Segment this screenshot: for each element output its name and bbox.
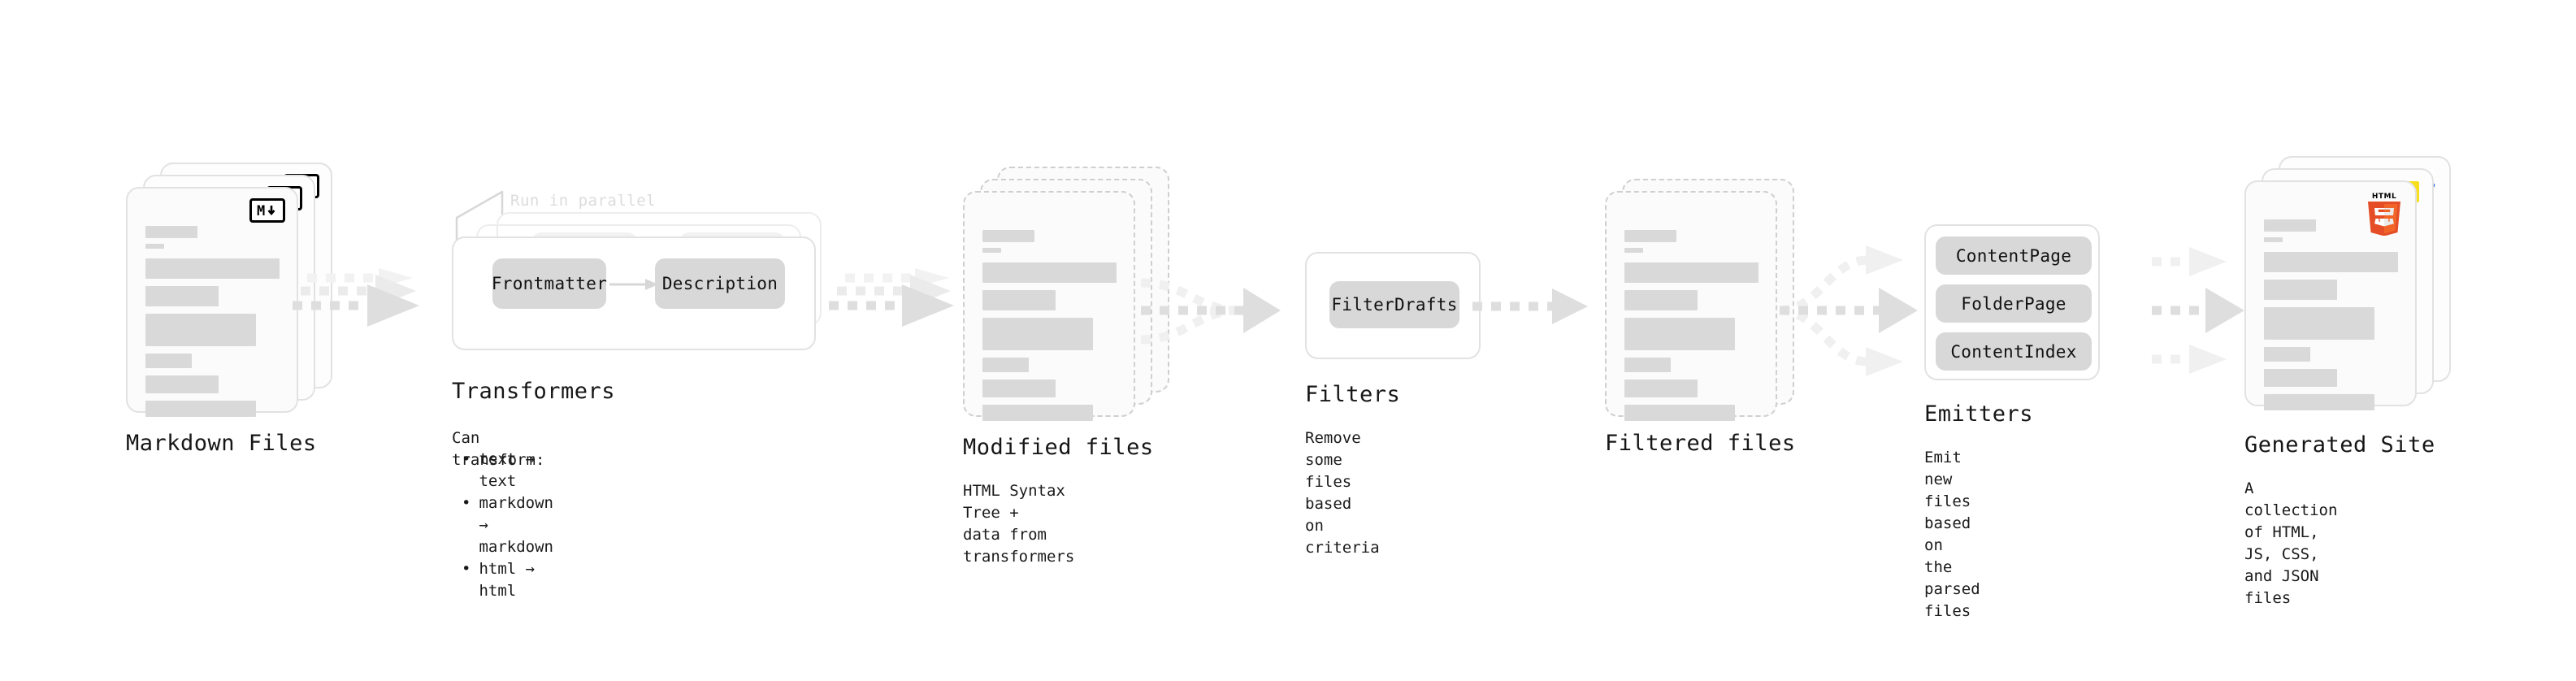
stage-title-modified-files: Modified files (963, 435, 1154, 460)
card-skeleton-content (1624, 230, 1761, 421)
emitter-pill-contentpage[interactable]: ContentPage (1936, 236, 2092, 275)
skeleton-bar (1624, 290, 1698, 310)
transformers-bullet-list: • text → text • markdown → markdown • ht… (452, 449, 553, 602)
stage-subtitle-emitters: Emit new files based on the parsed files (1924, 449, 1980, 620)
connector-md-to-transformers (293, 268, 419, 327)
bullet-marker: • (462, 493, 471, 512)
skeleton-bar (145, 354, 192, 368)
stage-title-transformers: Transformers (452, 379, 616, 404)
run-in-parallel-label: Run in parallel (510, 192, 657, 210)
connector-filters-to-filtered (1472, 288, 1588, 324)
skeleton-bar (2264, 394, 2374, 410)
markdown-icon: M (249, 198, 285, 223)
skeleton-bar (1624, 262, 1759, 283)
modified-card-front (963, 191, 1135, 421)
skeleton-bar (982, 358, 1029, 372)
connector-filtered-to-emitters (1779, 245, 1918, 376)
bullet-marker: • (462, 559, 471, 578)
skeleton-bar (2264, 369, 2337, 387)
transformer-inner-arrow (609, 279, 658, 290)
skeleton-bar (982, 405, 1093, 421)
bullet-text: html → html (479, 559, 536, 600)
card-skeleton-content (145, 226, 282, 417)
skeleton-bar (2264, 307, 2374, 340)
skeleton-bar (982, 262, 1117, 283)
skeleton-bar (982, 248, 1001, 253)
stage-title-filtered-files: Filtered files (1605, 431, 1796, 456)
skeleton-bar (982, 380, 1056, 397)
skeleton-bar (145, 401, 256, 417)
skeleton-bar (2264, 347, 2310, 362)
card-skeleton-content (982, 230, 1119, 421)
bullet-text: markdown → markdown (479, 493, 553, 556)
html5-icon: HTML (2363, 190, 2405, 236)
skeleton-bar (2264, 237, 2283, 242)
skeleton-bar (1624, 248, 1643, 253)
stage-subtitle-transformers: Can transform: (452, 429, 545, 469)
stage-title-generated-site: Generated Site (2244, 432, 2435, 458)
list-item: • text → text (452, 449, 553, 492)
card-skeleton-content (2264, 219, 2400, 410)
skeleton-bar (2264, 252, 2398, 272)
connector-transformers-to-modified (829, 268, 954, 327)
skeleton-bar (145, 244, 164, 249)
stage-subtitle-filters: Remove some files based on criteria (1305, 429, 1380, 557)
list-item: • markdown → markdown (452, 492, 553, 558)
connector-emitters-to-site (2152, 247, 2244, 374)
skeleton-bar (2264, 219, 2316, 232)
skeleton-bar (145, 314, 256, 346)
skeleton-bar (145, 375, 219, 393)
skeleton-bar (1624, 380, 1698, 397)
skeleton-bar (1624, 230, 1676, 242)
skeleton-bar (1624, 358, 1671, 372)
stage-title-emitters: Emitters (1924, 401, 2034, 427)
stage-subtitle-modified-files: HTML Syntax Tree + data from transformer… (963, 482, 1075, 566)
stage-subtitle-generated-site: A collection of HTML, JS, CSS, and JSON … (2244, 479, 2338, 607)
emitter-pill-folderpage[interactable]: FolderPage (1936, 284, 2092, 323)
list-item: • html → html (452, 558, 553, 602)
svg-text:M: M (257, 204, 265, 217)
filtered-card-front (1605, 191, 1777, 421)
transformer-pill-description[interactable]: Description (655, 258, 785, 309)
filters-box: FilterDrafts (1305, 252, 1481, 359)
emitter-pill-contentindex[interactable]: ContentIndex (1936, 332, 2092, 371)
svg-text:HTML: HTML (2372, 193, 2396, 201)
stage-title-filters: Filters (1305, 382, 1401, 407)
skeleton-bar (2264, 280, 2337, 300)
site-card-front-html: HTML (2244, 180, 2417, 410)
connector-modified-to-filters (1140, 278, 1281, 345)
skeleton-bar (982, 230, 1034, 242)
skeleton-bar (982, 318, 1093, 350)
skeleton-bar (145, 286, 219, 306)
transformer-box-front: Frontmatter Description (452, 236, 816, 350)
transformer-pill-frontmatter[interactable]: Frontmatter (492, 258, 607, 309)
bullet-marker: • (462, 450, 471, 468)
stage-title-markdown-files: Markdown Files (126, 431, 317, 456)
skeleton-bar (1624, 405, 1735, 421)
skeleton-bar (1624, 318, 1735, 350)
emitters-box: ContentPage FolderPage ContentIndex (1924, 224, 2100, 380)
run-in-parallel-bracket (455, 190, 504, 241)
skeleton-bar (982, 290, 1056, 310)
markdown-card-front: M (126, 187, 298, 417)
bullet-text: text → text (479, 450, 536, 490)
skeleton-bar (145, 226, 197, 238)
skeleton-bar (145, 258, 280, 279)
filter-pill-filterdrafts[interactable]: FilterDrafts (1329, 281, 1459, 328)
